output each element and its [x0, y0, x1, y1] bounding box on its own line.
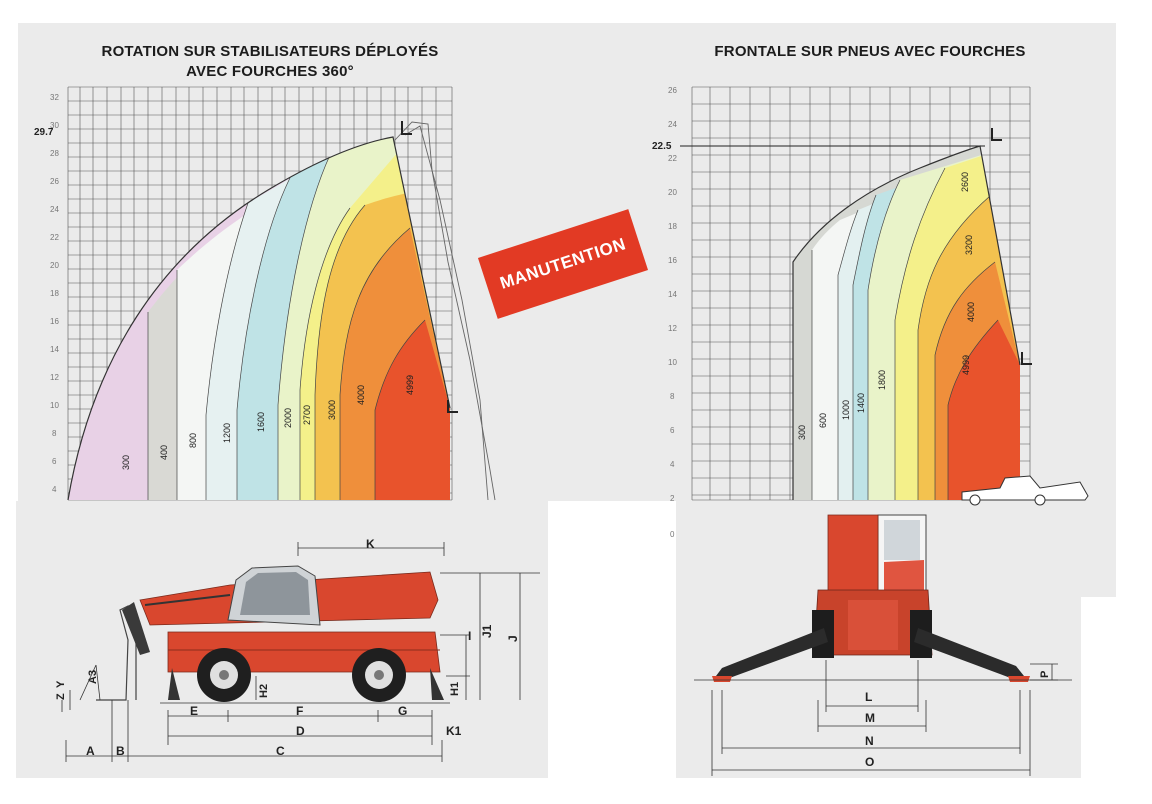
right-y-tick: 24 — [668, 120, 677, 129]
right-zone-label: 1000 — [841, 400, 851, 420]
left-zone-labels: 300 400 800 1200 1600 2000 2700 3000 400… — [121, 375, 415, 470]
right-y-tick: 4 — [670, 460, 675, 469]
left-envelope-outline — [67, 136, 451, 501]
left-y-tick: 30 — [50, 121, 59, 130]
dim-label-z: Z — [55, 693, 67, 700]
left-y-tick: 8 — [52, 429, 57, 438]
right-y-tick: 2 — [670, 494, 675, 503]
right-y-ticks: 26 24 22 20 18 16 14 12 10 8 6 4 2 0 — [668, 86, 677, 539]
left-max-height-label: 29.7 — [34, 127, 54, 138]
right-zone-label: 600 — [818, 413, 828, 428]
left-y-tick: 6 — [52, 457, 57, 466]
right-y-tick: 22 — [668, 154, 677, 163]
left-zone-label: 2700 — [302, 405, 312, 425]
right-y-tick: 26 — [668, 86, 677, 95]
right-zone-4999 — [948, 320, 1020, 500]
right-zone-label: 300 — [797, 425, 807, 440]
right-y-tick: 8 — [670, 392, 675, 401]
left-y-ticks: 32 30 28 26 24 22 20 18 16 14 12 10 8 6 … — [50, 93, 59, 494]
dim-label-d: D — [296, 724, 305, 738]
dim-label-p: P — [1039, 671, 1051, 678]
dim-label-j: J — [506, 635, 520, 642]
side-view-machine — [96, 565, 444, 702]
right-zone-label: 2600 — [960, 172, 970, 192]
left-zone-label: 2000 — [283, 408, 293, 428]
left-zone-label: 800 — [188, 433, 198, 448]
right-load-zones — [793, 146, 1020, 500]
dim-label-k: K — [366, 537, 375, 551]
left-y-tick: 28 — [50, 149, 59, 158]
front-view-machine — [712, 514, 1030, 682]
front-view-labels: P L M N O — [865, 671, 1051, 769]
dim-label-l: L — [865, 690, 872, 704]
right-chart-title: FRONTALE SUR PNEUS AVEC FOURCHES — [714, 43, 1026, 60]
right-y-tick: 20 — [668, 188, 677, 197]
right-zone-label: 1400 — [856, 393, 866, 413]
left-zone-label: 300 — [121, 455, 131, 470]
side-view-labels: K I J1 J H1 H2 A3 Z Y E F G D K1 C A B — [55, 537, 520, 758]
left-y-tick: 10 — [50, 401, 59, 410]
right-zone-label: 4999 — [961, 355, 971, 375]
dim-label-e: E — [190, 704, 198, 718]
dim-label-f: F — [296, 704, 303, 718]
dim-label-a3: A3 — [87, 670, 99, 684]
right-max-height-label: 22.5 — [652, 141, 672, 152]
left-y-tick: 24 — [50, 205, 59, 214]
right-zone-label: 3200 — [964, 235, 974, 255]
dim-label-i: I — [468, 629, 471, 643]
dim-label-a: A — [86, 744, 95, 758]
left-boom-sketch — [394, 121, 496, 501]
front-view-dimensions — [694, 660, 1072, 776]
right-mini-loader — [961, 475, 1089, 506]
dim-label-o: O — [865, 755, 874, 769]
left-y-tick: 26 — [50, 177, 59, 186]
left-y-tick: 4 — [52, 485, 57, 494]
left-chart-title: ROTATION SUR STABILISATEURS DÉPLOYÉS AVE… — [60, 42, 480, 82]
right-y-tick: 16 — [668, 256, 677, 265]
dim-label-y: Y — [55, 680, 67, 688]
left-y-tick: 22 — [50, 233, 59, 242]
right-y-tick: 14 — [668, 290, 677, 299]
left-y-tick: 20 — [50, 261, 59, 270]
dim-label-c: C — [276, 744, 285, 758]
right-y-tick: 0 — [670, 530, 675, 539]
left-zone-label: 1600 — [256, 412, 266, 432]
right-envelope-outline — [792, 145, 1021, 500]
dim-label-b: B — [116, 744, 125, 758]
dim-label-k1: K1 — [446, 724, 462, 738]
right-zone-labels: 300 600 1000 1400 1800 2600 3200 4000 49… — [797, 172, 976, 440]
left-y-tick: 32 — [50, 93, 59, 102]
dim-label-g: G — [398, 704, 407, 718]
side-view-dimensions — [61, 542, 540, 762]
right-y-tick: 18 — [668, 222, 677, 231]
right-y-tick: 6 — [670, 426, 675, 435]
right-y-tick: 10 — [668, 358, 677, 367]
dim-label-m: M — [865, 711, 875, 725]
left-y-tick: 14 — [50, 345, 59, 354]
dim-label-n: N — [865, 734, 874, 748]
left-zone-label: 3000 — [327, 400, 337, 420]
left-zone-label: 4999 — [405, 375, 415, 395]
right-y-tick: 12 — [668, 324, 677, 333]
left-zone-label: 400 — [159, 445, 169, 460]
dim-label-h1: H1 — [449, 682, 461, 696]
dim-label-j1: J1 — [480, 624, 494, 638]
left-chart-title-line1: ROTATION SUR STABILISATEURS DÉPLOYÉS — [101, 43, 439, 60]
dim-label-h2: H2 — [258, 684, 270, 698]
left-zone-4999 — [375, 320, 450, 500]
left-y-tick: 18 — [50, 289, 59, 298]
left-y-tick: 12 — [50, 373, 59, 382]
right-fork-marks — [991, 128, 1032, 365]
right-zone-label: 4000 — [966, 302, 976, 322]
left-y-tick: 16 — [50, 317, 59, 326]
left-chart-title-line2: AVEC FOURCHES 360° — [186, 63, 354, 80]
left-zone-label: 4000 — [356, 385, 366, 405]
left-zone-label: 1200 — [222, 423, 232, 443]
right-zone-label: 1800 — [877, 370, 887, 390]
